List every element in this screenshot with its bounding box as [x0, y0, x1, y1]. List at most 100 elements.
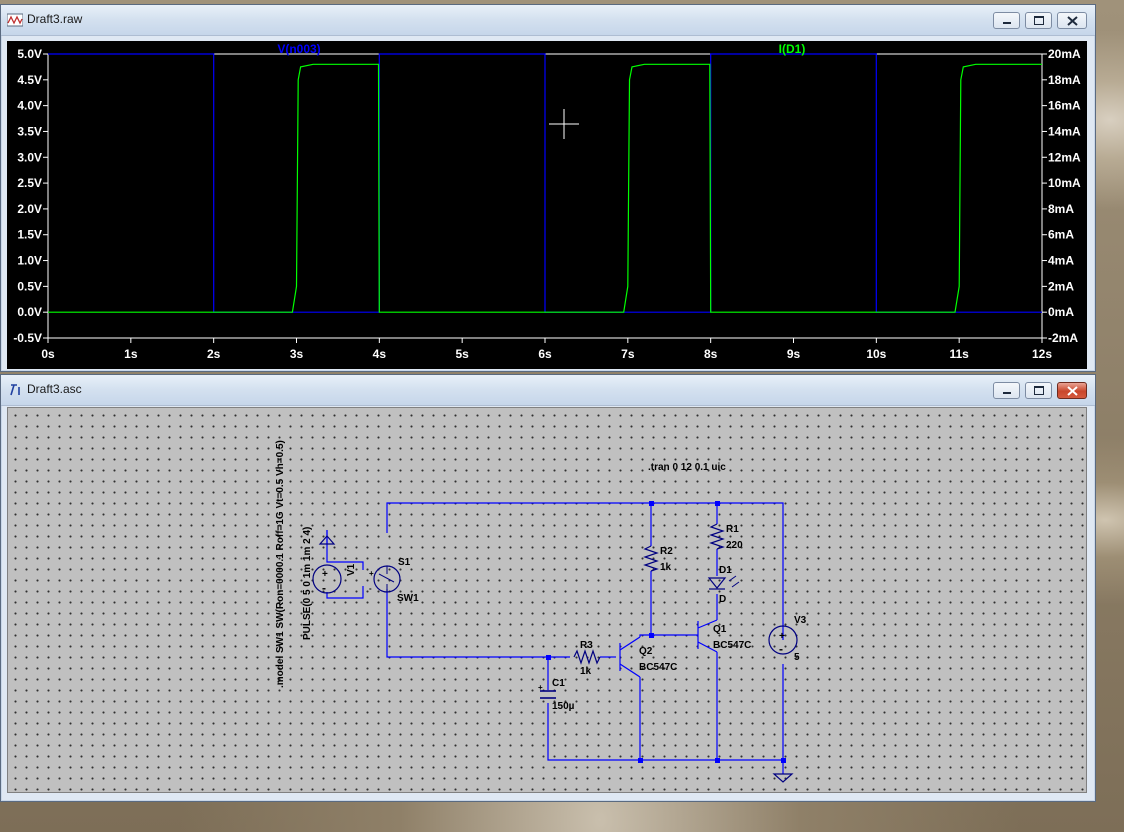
q2-name[interactable]: Q2	[639, 646, 653, 657]
right-axis-tick-label: 10mA	[1048, 176, 1081, 190]
trace-label-current[interactable]: I(D1)	[779, 42, 806, 56]
q2-emitter	[619, 663, 641, 678]
r1-value[interactable]: 220	[726, 540, 743, 551]
x-axis-tick-label: 8s	[704, 347, 718, 361]
q1-emitter	[697, 641, 718, 653]
model-directive[interactable]: .model SW1 SW(Ron=0000.1 Roff=1G Vt=0.5 …	[275, 440, 286, 688]
trace-voltage	[48, 53, 1042, 313]
v3-value[interactable]: 5	[794, 652, 800, 663]
right-axis-tick-label: 4mA	[1048, 254, 1074, 268]
left-axis-tick-label: 0.0V	[17, 305, 42, 319]
d1-name[interactable]: D1	[719, 565, 732, 576]
trace-label-voltage[interactable]: V(n003)	[277, 42, 320, 56]
r2-name[interactable]: R2	[660, 546, 673, 557]
x-axis-tick-label: 10s	[866, 347, 886, 361]
q2-collector	[619, 636, 641, 651]
right-axis-tick-label: 0mA	[1048, 305, 1074, 319]
q1-name[interactable]: Q1	[713, 624, 727, 635]
r3-name[interactable]: R3	[580, 640, 593, 651]
right-axis-tick-label: 14mA	[1048, 124, 1081, 138]
right-axis-tick-label: 2mA	[1048, 279, 1074, 293]
schematic-titlebar[interactable]: Draft3.asc	[1, 375, 1095, 406]
close-icon	[1067, 16, 1078, 26]
svg-text:+: +	[322, 569, 328, 580]
v3-symbol[interactable]: + -	[768, 625, 798, 656]
schematic-wires[interactable]	[326, 502, 784, 774]
x-axis-tick-label: 1s	[124, 347, 138, 361]
q2-model[interactable]: BC547C	[639, 662, 677, 673]
q1-model[interactable]: BC547C	[713, 640, 751, 651]
x-axis-tick-label: 2s	[207, 347, 221, 361]
r3-value[interactable]: 1k	[580, 666, 592, 677]
x-axis-tick-label: 12s	[1032, 347, 1052, 361]
pulse-directive[interactable]: PULSE(0 5 0 1m 1m 2 4)	[302, 527, 313, 640]
svg-text:-: -	[779, 642, 783, 656]
left-axis-tick-label: -0.5V	[13, 331, 42, 345]
close-button[interactable]	[1057, 382, 1087, 399]
minimize-button[interactable]	[993, 382, 1020, 399]
schematic-drawing[interactable]: + + - + - + -	[8, 408, 1088, 794]
left-axis-tick-label: 3.0V	[17, 150, 42, 164]
d1-symbol[interactable]	[707, 575, 740, 590]
left-axis-tick-label: 4.0V	[17, 99, 42, 113]
s1-name[interactable]: S1	[398, 557, 411, 568]
svg-text:-: -	[369, 584, 372, 593]
waveform-app-icon	[7, 13, 23, 27]
maximize-button[interactable]	[1025, 12, 1052, 29]
right-axis-tick-label: 20mA	[1048, 47, 1081, 61]
maximize-icon	[1034, 386, 1044, 395]
r3-symbol	[573, 649, 601, 665]
r2-value[interactable]: 1k	[660, 562, 672, 573]
x-axis-tick-label: 3s	[290, 347, 304, 361]
right-axis-tick-label: 6mA	[1048, 228, 1074, 242]
waveform-plot[interactable]: 5.0V4.5V4.0V3.5V3.0V2.5V2.0V1.5V1.0V0.5V…	[7, 41, 1087, 369]
left-axis-tick-label: 0.5V	[17, 279, 42, 293]
s1-symbol[interactable]: + -	[369, 565, 401, 593]
right-axis-tick-label: 8mA	[1048, 202, 1074, 216]
r1-name[interactable]: R1	[726, 524, 739, 535]
schematic-canvas[interactable]: + + - + - + -	[7, 407, 1087, 793]
q1-collector	[697, 619, 718, 629]
waveform-titlebar[interactable]: Draft3.raw	[1, 5, 1095, 36]
v3-name[interactable]: V3	[794, 615, 807, 626]
schematic-window-title: Draft3.asc	[27, 382, 82, 396]
right-axis-tick-label: 18mA	[1048, 73, 1081, 87]
resistors[interactable]	[573, 523, 725, 665]
x-axis-tick-label: 4s	[373, 347, 387, 361]
x-axis-tick-label: 5s	[455, 347, 469, 361]
left-axis-tick-label: 2.0V	[17, 202, 42, 216]
x-axis-tick-label: 9s	[787, 347, 801, 361]
minimize-button[interactable]	[993, 12, 1020, 29]
tran-directive[interactable]: .tran 0 12 0.1 uic	[648, 462, 726, 473]
x-axis-tick-label: 6s	[538, 347, 552, 361]
svg-text:+: +	[369, 569, 374, 578]
minimize-icon	[1003, 392, 1011, 394]
c1-name[interactable]: C1	[552, 678, 565, 689]
v1-label[interactable]: V1	[346, 563, 357, 576]
maximize-icon	[1034, 16, 1044, 25]
left-axis-tick-label: 4.5V	[17, 73, 42, 87]
schematic-window[interactable]: Draft3.asc	[0, 374, 1096, 802]
wire-v1-top	[326, 530, 364, 570]
d1-model[interactable]: D	[719, 594, 726, 605]
schematic-app-icon	[10, 384, 20, 396]
r2-symbol	[643, 545, 659, 572]
wire-v1-bottom	[326, 586, 364, 599]
junction-dots	[546, 501, 786, 763]
x-axis-tick-label: 11s	[949, 347, 969, 361]
close-button[interactable]	[1057, 12, 1087, 29]
left-axis-tick-label: 2.5V	[17, 176, 42, 190]
c1-value[interactable]: 150µ	[552, 701, 575, 712]
v1-symbol[interactable]: + -	[312, 564, 342, 595]
c1-symbol[interactable]: +	[538, 683, 556, 699]
s1-model[interactable]: SW1	[397, 593, 419, 604]
maximize-button[interactable]	[1025, 382, 1052, 399]
left-axis-tick-label: 1.0V	[17, 254, 42, 268]
wire-top-rail	[386, 502, 784, 640]
svg-text:+: +	[538, 683, 543, 692]
left-axis-tick-label: 5.0V	[17, 47, 42, 61]
wire-s1-to-r3	[386, 589, 570, 658]
right-axis-tick-label: -2mA	[1048, 331, 1078, 345]
